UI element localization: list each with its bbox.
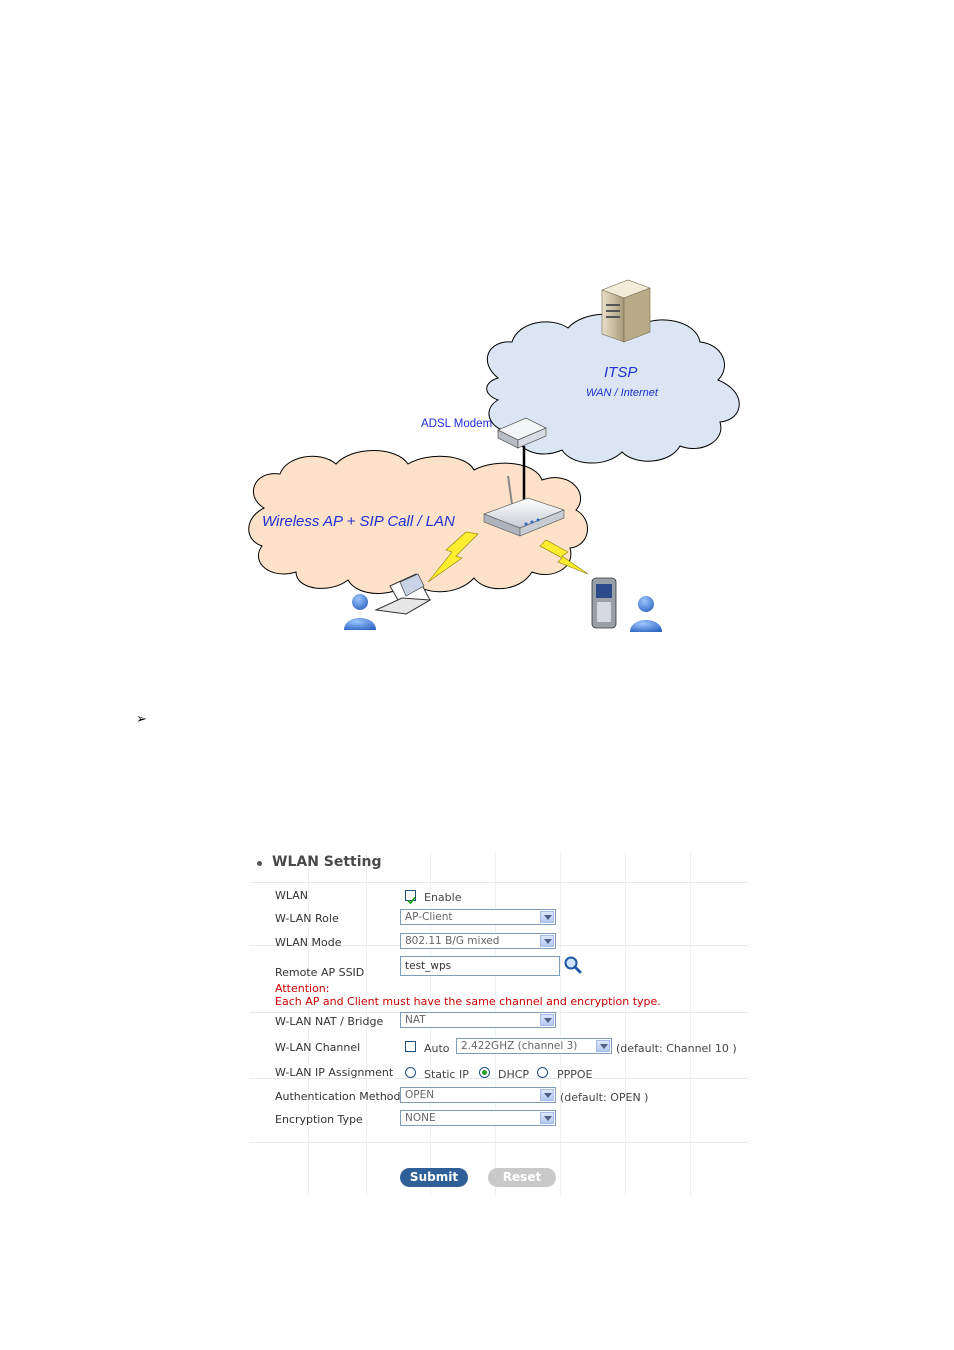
adsl-modem-label: ADSL Modem — [421, 418, 492, 430]
grid-line — [308, 852, 309, 1196]
grid-line — [560, 852, 561, 1196]
auth-default-text: (default: OPEN ) — [560, 1091, 649, 1104]
auth-method-select[interactable]: OPEN — [400, 1087, 556, 1103]
wireless-ap-icon — [483, 475, 566, 537]
search-icon[interactable] — [563, 955, 583, 975]
wlan-nat-label: W-LAN NAT / Bridge — [275, 1015, 384, 1028]
wlan-enable-label: Enable — [424, 891, 462, 904]
wlan-channel-select[interactable]: 2.422GHZ (channel 3) — [456, 1038, 612, 1054]
bullet-arrow-icon: ➢ — [136, 712, 147, 727]
grid-line — [625, 852, 626, 1196]
wlan-label: WLAN — [275, 889, 309, 902]
grid-line — [250, 1078, 748, 1079]
chevron-down-icon — [540, 1112, 554, 1124]
user-icon — [630, 596, 662, 632]
pppoe-label: PPPOE — [557, 1068, 593, 1081]
encryption-type-value: NONE — [405, 1112, 436, 1124]
channel-auto-checkbox[interactable] — [405, 1041, 416, 1052]
wireless-signal-icon — [427, 531, 479, 583]
chevron-down-icon — [540, 1014, 554, 1026]
chevron-down-icon — [596, 1040, 610, 1052]
grid-line — [366, 852, 367, 1196]
wlan-role-select[interactable]: AP-Client — [400, 909, 556, 925]
server-icon — [601, 279, 651, 343]
wlan-ip-assignment-label: W-LAN IP Assignment — [275, 1066, 394, 1079]
title-bullet — [257, 861, 262, 866]
wlan-nat-select[interactable]: NAT — [400, 1012, 556, 1028]
encryption-type-label: Encryption Type — [275, 1113, 363, 1126]
channel-auto-label: Auto — [424, 1042, 450, 1055]
encryption-type-select[interactable]: NONE — [400, 1110, 556, 1126]
wlan-channel-value: 2.422GHZ (channel 3) — [461, 1040, 578, 1052]
dhcp-label: DHCP — [498, 1068, 530, 1081]
wlan-role-value: AP-Client — [405, 911, 453, 923]
attention-title: Attention: — [275, 982, 330, 995]
grid-line — [690, 852, 691, 1196]
wlan-role-label: W-LAN Role — [275, 912, 339, 925]
sip-phone-icon — [591, 577, 617, 629]
itsp-label: ITSP — [604, 364, 637, 381]
adsl-modem-icon — [497, 417, 547, 449]
lan-cloud — [248, 450, 588, 594]
remote-ap-ssid-input[interactable]: test_wps — [400, 956, 560, 976]
laptop-icon — [374, 573, 432, 615]
network-diagram: ITSP WAN / Internet ADSL Modem Wireless … — [248, 279, 740, 632]
wlan-channel-label: W-LAN Channel — [275, 1041, 361, 1054]
wlan-mode-value: 802.11 B/G mixed — [405, 935, 500, 947]
static-ip-label: Static IP — [424, 1068, 469, 1081]
auth-method-value: OPEN — [405, 1089, 435, 1101]
page-title: WLAN Setting — [272, 854, 382, 870]
pppoe-radio[interactable] — [537, 1067, 548, 1078]
chevron-down-icon — [540, 1089, 554, 1101]
channel-default-text: (default: Channel 10 ) — [616, 1042, 737, 1055]
submit-button[interactable]: Submit — [400, 1168, 468, 1187]
wlan-mode-select[interactable]: 802.11 B/G mixed — [400, 933, 556, 949]
remote-ap-ssid-label: Remote AP SSID — [275, 966, 365, 979]
static-ip-radio[interactable] — [405, 1067, 416, 1078]
wlan-nat-value: NAT — [405, 1014, 426, 1026]
wireless-signal-icon — [539, 539, 589, 575]
auth-method-label: Authentication Method — [275, 1090, 401, 1103]
wlan-enable-checkbox[interactable] — [405, 890, 416, 905]
chevron-down-icon — [540, 911, 554, 923]
wlan-mode-label: WLAN Mode — [275, 936, 342, 949]
lan-label: Wireless AP + SIP Call / LAN — [262, 513, 455, 530]
wlan-setting-panel: WLAN Setting WLAN Enable W-LAN Role AP-C… — [250, 852, 748, 1196]
grid-line — [250, 882, 748, 883]
dhcp-radio[interactable] — [479, 1067, 490, 1078]
reset-button[interactable]: Reset — [488, 1168, 556, 1187]
attention-text: Each AP and Client must have the same ch… — [275, 995, 661, 1008]
grid-line — [250, 1142, 748, 1143]
check-icon — [407, 896, 416, 905]
chevron-down-icon — [540, 935, 554, 947]
user-icon — [344, 594, 376, 630]
wan-label: WAN / Internet — [586, 387, 659, 399]
